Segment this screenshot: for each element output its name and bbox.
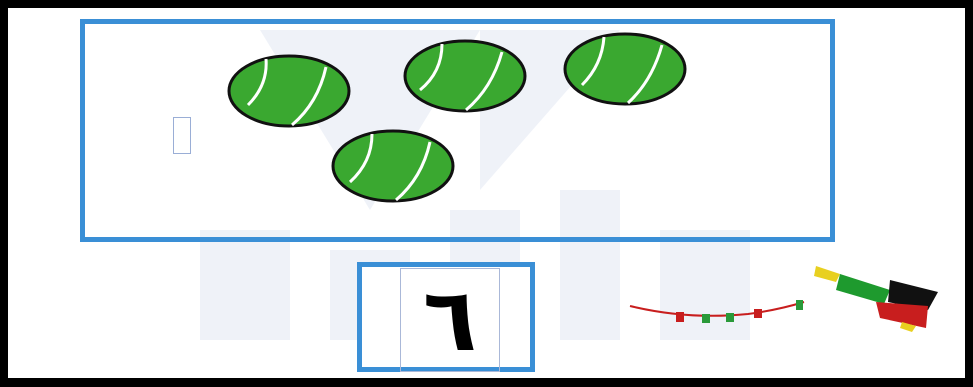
- tennis-ball-icon: [402, 38, 528, 114]
- tennis-ball-icon: [330, 128, 456, 204]
- tennis-ball-icon: [226, 53, 352, 129]
- answer-input-slot[interactable]: [173, 117, 191, 154]
- arabic-numeral: ٦: [400, 272, 500, 368]
- bunting-flags-icon: [628, 262, 948, 338]
- tennis-ball-icon: [562, 31, 688, 107]
